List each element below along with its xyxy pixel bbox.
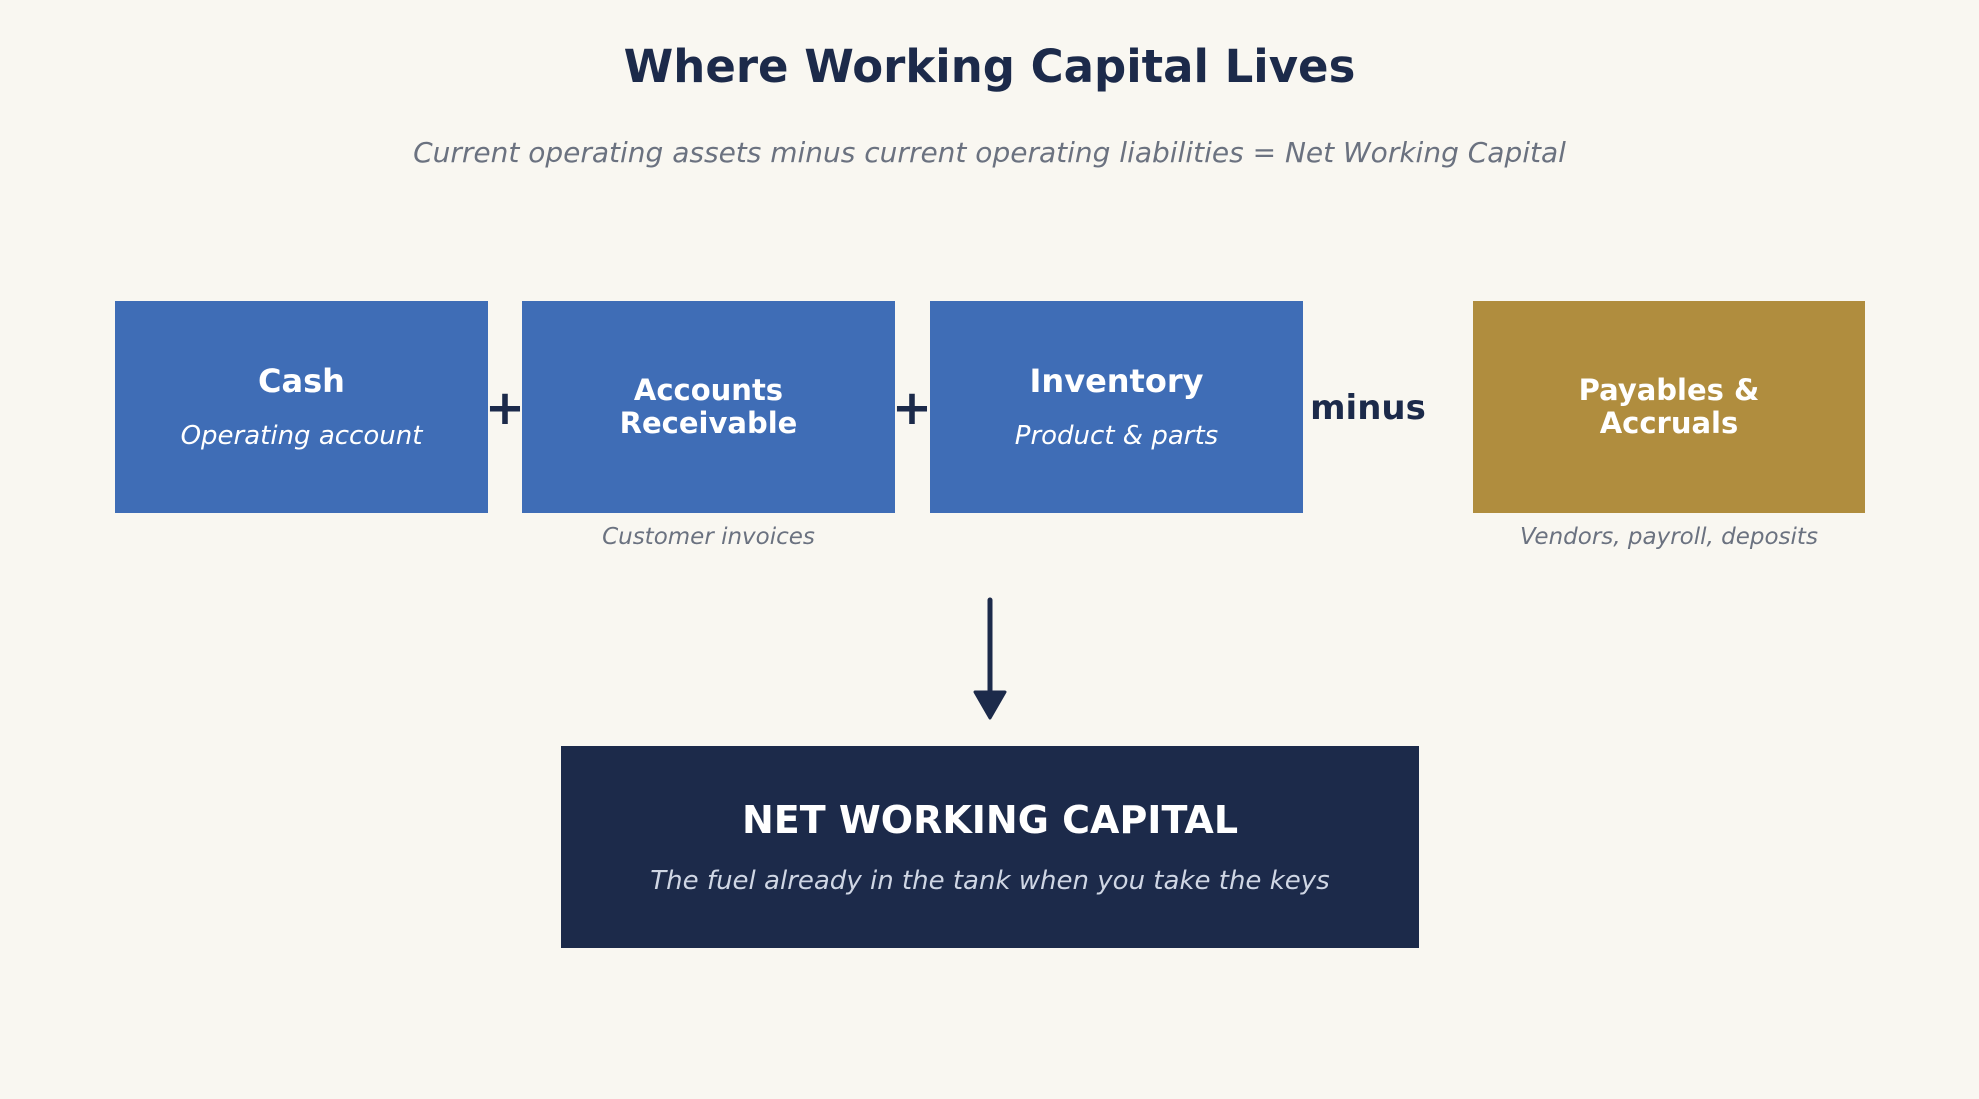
net-working-capital-title: NET WORKING CAPITAL [741,798,1239,842]
payables-title: Payables & Accruals [1578,372,1760,440]
receivables-title: Accounts Receivable [619,372,798,440]
cash-title: Cash [258,361,345,400]
inventory-subtitle: Product & parts [1014,421,1219,452]
cash-box: Cash Operating account [115,301,488,513]
plus-operator-1: + [484,380,526,436]
payables-box: Payables & Accruals [1473,301,1865,513]
down-arrow-icon [973,597,1007,720]
receivables-box: Accounts Receivable [522,301,895,513]
receivables-caption: Customer invoices [602,524,815,550]
page-title: Where Working Capital Lives [623,40,1356,93]
minus-operator: minus [1310,388,1426,428]
cash-subtitle: Operating account [180,421,423,452]
net-working-capital-box: NET WORKING CAPITAL The fuel already in … [561,746,1419,948]
inventory-box: Inventory Product & parts [930,301,1303,513]
plus-operator-2: + [891,380,933,436]
page-subtitle: Current operating assets minus current o… [413,136,1566,169]
inventory-title: Inventory [1029,361,1204,400]
payables-caption: Vendors, payroll, deposits [1520,524,1818,550]
net-working-capital-subtitle: The fuel already in the tank when you ta… [650,866,1330,896]
